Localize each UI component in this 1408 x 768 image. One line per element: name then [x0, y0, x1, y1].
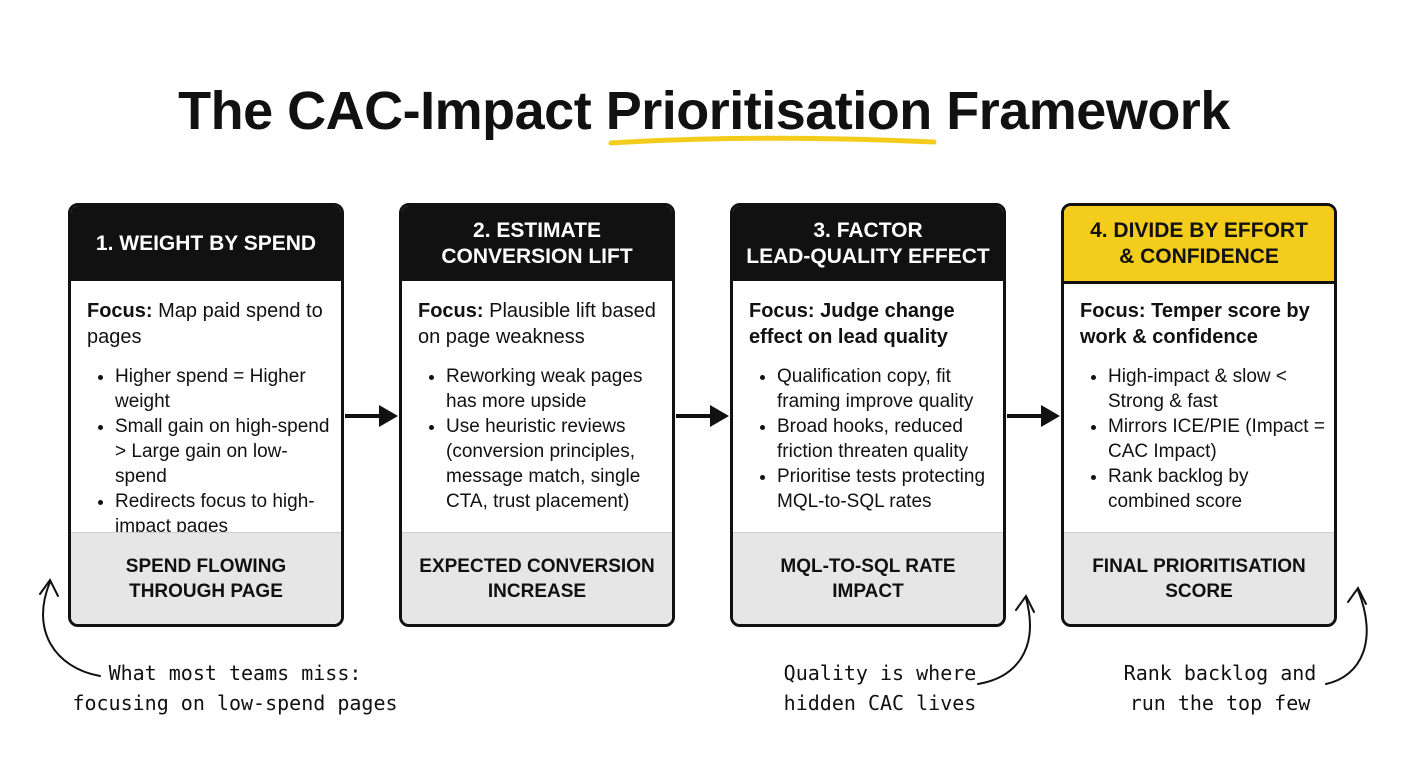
step-2-footer: EXPECTED CONVERSION INCREASE — [402, 532, 672, 624]
title-underline — [608, 135, 937, 146]
arrow-right-icon — [676, 405, 729, 427]
bullet-item: Reworking weak pages has more upside — [446, 364, 664, 414]
curved-arrow-icon — [977, 594, 1035, 685]
curved-arrow-icon — [39, 578, 101, 677]
step-1-header: 1. WEIGHT BY SPEND — [71, 206, 341, 281]
bullet-item: High-impact & slow < Strong & fast — [1108, 364, 1326, 414]
step-4-header: 4. DIVIDE BY EFFORT & CONFIDENCE — [1064, 206, 1334, 284]
step-3-title-line: LEAD-QUALITY EFFECT — [746, 244, 990, 268]
note-line: Quality is where — [783, 661, 977, 685]
bullet-item: Higher spend = Higher weight — [115, 364, 333, 414]
step-2-bullets: Reworking weak pages has more upside Use… — [418, 364, 664, 514]
bullet-item: Prioritise tests protecting MQL-to-SQL r… — [777, 464, 995, 514]
focus-text: Plausible lift based on page weakness — [418, 300, 656, 348]
curved-arrow-icon — [1325, 586, 1368, 685]
focus-text: Map paid spend to pages — [87, 300, 323, 348]
focus-label: Focus: — [749, 300, 815, 322]
step-4-title-line: & CONFIDENCE — [1119, 244, 1279, 268]
step-2-title-line: 2. ESTIMATE — [473, 218, 601, 242]
annotation-note-3: Rank backlog and run the top few — [1110, 658, 1330, 718]
note-line: Rank backlog and — [1123, 661, 1317, 685]
step-2-focus: Focus: Plausible lift based on page weak… — [418, 298, 664, 350]
step-4-focus: Focus: Temper score by work & confidence — [1080, 298, 1326, 350]
step-1-focus: Focus: Map paid spend to pages — [87, 298, 333, 350]
bullet-item: Small gain on high-spend > Large gain on… — [115, 414, 333, 489]
step-4-title-line: 4. DIVIDE BY EFFORT — [1090, 218, 1308, 242]
bullet-item: Use heuristic reviews (conversion princi… — [446, 414, 664, 514]
footer-line: IMPACT — [832, 580, 904, 602]
note-line: hidden CAC lives — [783, 691, 977, 715]
footer-line: EXPECTED CONVERSION — [419, 555, 655, 577]
bullet-item: Qualification copy, fit framing improve … — [777, 364, 995, 414]
step-card-4: 4. DIVIDE BY EFFORT & CONFIDENCE Focus: … — [1061, 203, 1337, 627]
step-2-title-line: CONVERSION LIFT — [441, 244, 633, 268]
focus-label: Focus: — [1080, 300, 1146, 322]
bullet-item: Rank backlog by combined score — [1108, 464, 1326, 514]
footer-line: SCORE — [1165, 580, 1233, 602]
footer-line: INCREASE — [487, 580, 587, 602]
step-1-title: 1. WEIGHT BY SPEND — [95, 231, 317, 255]
footer-line: MQL-TO-SQL RATE — [780, 555, 956, 577]
annotation-note-2: Quality is where hidden CAC lives — [770, 658, 990, 718]
step-1-bullets: Higher spend = Higher weight Small gain … — [87, 364, 333, 539]
arrow-right-icon — [1007, 405, 1060, 427]
note-line: run the top few — [1129, 691, 1311, 715]
step-card-2: 2. ESTIMATE CONVERSION LIFT Focus: Plaus… — [399, 203, 675, 627]
arrow-right-icon — [345, 405, 398, 427]
step-4-bullets: High-impact & slow < Strong & fast Mirro… — [1080, 364, 1326, 514]
bullet-item: Broad hooks, reduced friction threaten q… — [777, 414, 995, 464]
step-1-footer: SPEND FLOWING THROUGH PAGE — [71, 532, 341, 624]
title-before: The CAC-Impact — [178, 81, 606, 141]
footer-line: SPEND FLOWING — [125, 555, 287, 577]
footer-line: FINAL PRIORITISATION — [1092, 555, 1306, 577]
bullet-item: Redirects focus to high-impact pages — [115, 489, 333, 539]
step-3-bullets: Qualification copy, fit framing improve … — [749, 364, 995, 514]
page-title: The CAC-Impact Prioritisation Framework — [0, 78, 1408, 144]
focus-label: Focus: — [418, 300, 484, 322]
annotation-note-1: What most teams miss: focusing on low-sp… — [70, 658, 400, 718]
step-card-3: 3. FACTOR LEAD-QUALITY EFFECT Focus: Jud… — [730, 203, 1006, 627]
footer-line: THROUGH PAGE — [129, 580, 283, 602]
step-3-title-line: 3. FACTOR — [813, 218, 923, 242]
note-line: focusing on low-spend pages — [72, 691, 398, 715]
title-highlight: Prioritisation — [605, 81, 933, 141]
focus-label: Focus: — [87, 300, 153, 322]
step-4-footer: FINAL PRIORITISATION SCORE — [1064, 532, 1334, 624]
step-3-header: 3. FACTOR LEAD-QUALITY EFFECT — [733, 206, 1003, 281]
note-line: What most teams miss: — [108, 661, 362, 685]
focus-text: Judge change effect on lead quality — [749, 300, 955, 348]
step-3-footer: MQL-TO-SQL RATE IMPACT — [733, 532, 1003, 624]
step-card-1: 1. WEIGHT BY SPEND Focus: Map paid spend… — [68, 203, 344, 627]
focus-text: Temper score by work & confidence — [1080, 300, 1310, 348]
step-3-focus: Focus: Judge change effect on lead quali… — [749, 298, 995, 350]
step-2-header: 2. ESTIMATE CONVERSION LIFT — [402, 206, 672, 281]
bullet-item: Mirrors ICE/PIE (Impact = CAC Impact) — [1108, 414, 1326, 464]
title-after: Framework — [931, 81, 1230, 141]
